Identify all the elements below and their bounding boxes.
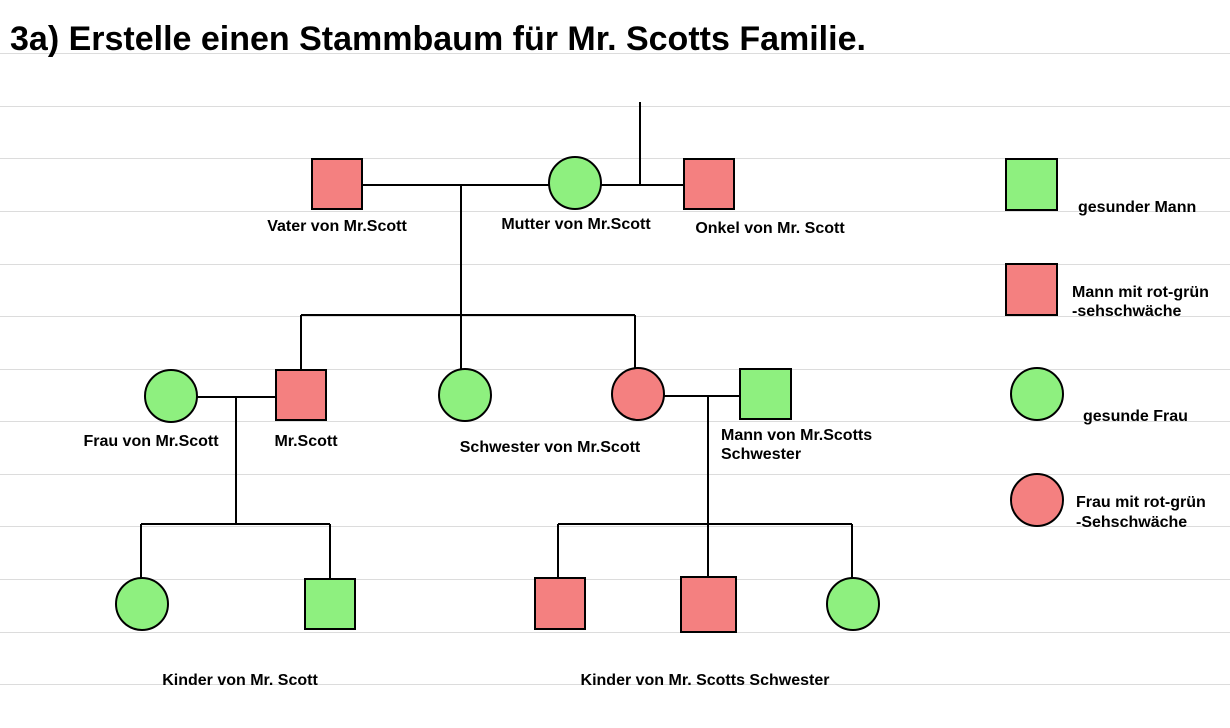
legend-healthy-male-symbol <box>1005 158 1058 211</box>
child1-symbol <box>115 577 169 631</box>
ruled-line <box>0 474 1230 475</box>
scott-symbol <box>275 369 327 421</box>
sister-label: Schwester von Mr.Scott <box>460 439 641 456</box>
legend-affected-male-symbol <box>1005 263 1058 316</box>
uncle-symbol <box>683 158 735 210</box>
father-label: Vater von Mr.Scott <box>267 218 407 235</box>
sister2-symbol <box>611 367 665 421</box>
legend-affected-male-label-line1: Mann mit rot-grün <box>1072 284 1209 301</box>
sister-symbol <box>438 368 492 422</box>
page-title: 3a) Erstelle einen Stammbaum für Mr. Sco… <box>10 20 866 58</box>
child2-symbol <box>304 578 356 630</box>
legend-affected-male-label-line2: -sehschwäche <box>1072 303 1181 320</box>
child4-symbol <box>680 576 737 633</box>
legend-affected-female-label-line2: -Sehschwäche <box>1076 514 1187 531</box>
legend-affected-female-symbol <box>1010 473 1064 527</box>
ruled-line <box>0 106 1230 107</box>
ruled-line <box>0 53 1230 54</box>
mother-label: Mutter von Mr.Scott <box>501 216 651 233</box>
legend-healthy-male-label: gesunder Mann <box>1078 199 1196 216</box>
ruled-line <box>0 684 1230 685</box>
ruled-line <box>0 579 1230 580</box>
legend-affected-female-label-line1: Frau mit rot-grün <box>1076 494 1206 511</box>
ruled-line <box>0 211 1230 212</box>
ruled-line <box>0 316 1230 317</box>
child3-symbol <box>534 577 586 630</box>
scott-children-label: Kinder von Mr. Scott <box>162 672 318 689</box>
ruled-line <box>0 632 1230 633</box>
child5-symbol <box>826 577 880 631</box>
wife-symbol <box>144 369 198 423</box>
legend-healthy-female-symbol <box>1010 367 1064 421</box>
father-symbol <box>311 158 363 210</box>
mother-symbol <box>548 156 602 210</box>
husband-symbol <box>739 368 792 420</box>
wife-label: Frau von Mr.Scott <box>83 433 219 450</box>
ruled-line <box>0 158 1230 159</box>
legend-healthy-female-label: gesunde Frau <box>1083 408 1188 425</box>
scott-label: Mr.Scott <box>274 433 338 450</box>
sister-children-label: Kinder von Mr. Scotts Schwester <box>581 672 830 689</box>
ruled-line <box>0 421 1230 422</box>
connector-lines <box>140 102 853 579</box>
uncle-label: Onkel von Mr. Scott <box>695 220 845 237</box>
husband-label-line1: Mann von Mr.Scotts <box>721 427 872 444</box>
ruled-line <box>0 526 1230 527</box>
husband-label-line2: Schwester <box>721 446 801 463</box>
ruled-line <box>0 369 1230 370</box>
ruled-line <box>0 264 1230 265</box>
